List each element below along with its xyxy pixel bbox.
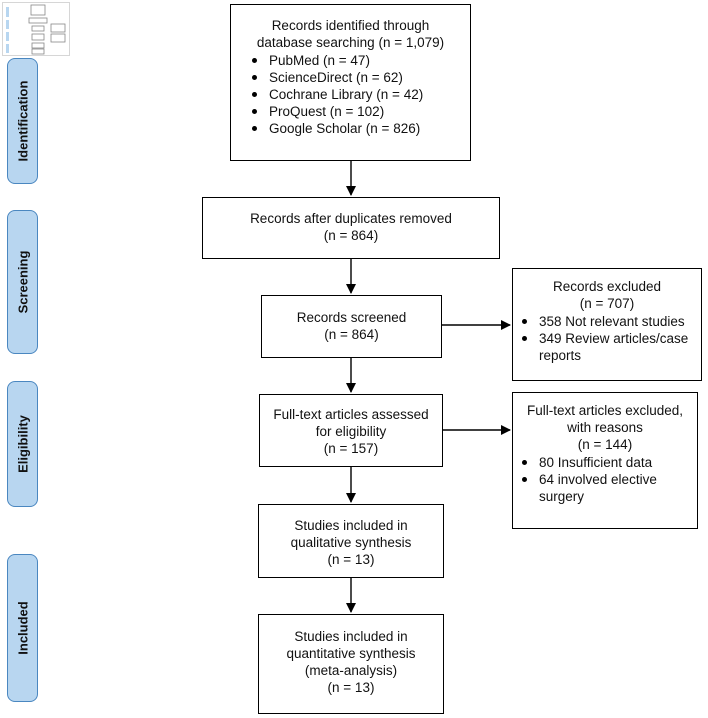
- bullet-icon: [522, 460, 527, 465]
- box-text-line: Full-text articles excluded,: [526, 403, 684, 418]
- source-item-text: ScienceDirect (n = 62): [269, 70, 403, 85]
- box-quantitative-synthesis: Studies included in quantitative synthes…: [258, 614, 444, 714]
- source-item-text: Google Scholar (n = 826): [269, 121, 421, 136]
- exclusion-reason: 358 Not relevant studies: [513, 313, 701, 330]
- box-text-line: (n = 864): [324, 327, 379, 342]
- box-text-line: qualitative synthesis: [290, 535, 412, 550]
- exclusion-reason: 349 Review articles/case: [513, 330, 701, 347]
- box-fulltext-excluded: Full-text articles excluded, with reason…: [512, 392, 698, 529]
- box-text-line: Records excluded: [552, 279, 662, 294]
- bullet-icon: [252, 109, 257, 114]
- box-text-line: (n = 157): [323, 441, 379, 456]
- box-text-line: Records after duplicates removed: [250, 211, 452, 226]
- box-text-line: (n = 144): [577, 437, 633, 452]
- exclusion-reason-list: 358 Not relevant studies 349 Review arti…: [513, 313, 701, 364]
- source-item: Cochrane Library (n = 42): [243, 86, 470, 103]
- box-records-identified: Records identified through database sear…: [230, 4, 471, 161]
- box-text-line: (n = 13): [327, 552, 375, 567]
- box-text-line: Records screened: [296, 310, 407, 325]
- diagram-thumbnail: [2, 2, 70, 56]
- box-duplicates-removed: Records after duplicates removed (n = 86…: [202, 197, 500, 259]
- box-text-line: (n = 864): [323, 228, 379, 243]
- stage-label-included: Included: [7, 554, 38, 702]
- source-item-text: PubMed (n = 47): [269, 53, 370, 68]
- exclusion-reason-continued: reports: [513, 347, 701, 364]
- bullet-icon: [252, 75, 257, 80]
- exclusion-reason: 80 Insufficient data: [513, 454, 697, 471]
- source-item: ScienceDirect (n = 62): [243, 69, 470, 86]
- source-item: Google Scholar (n = 826): [243, 120, 470, 137]
- box-text-line: (n = 13): [327, 680, 375, 695]
- bullet-icon: [252, 58, 257, 63]
- box-text-line: (n = 707): [579, 296, 635, 311]
- bullet-icon: [522, 319, 527, 324]
- stage-label-eligibility: Eligibility: [7, 381, 38, 507]
- source-item: PubMed (n = 47): [243, 52, 470, 69]
- exclusion-reason-text: surgery: [539, 489, 585, 504]
- bullet-icon: [522, 336, 527, 341]
- box-text-line: Studies included in: [294, 629, 408, 644]
- exclusion-reason: 64 involved elective: [513, 471, 697, 488]
- source-list: PubMed (n = 47) ScienceDirect (n = 62) C…: [243, 52, 470, 137]
- bullet-icon: [252, 92, 257, 97]
- box-text-line: for eligibility: [315, 424, 387, 439]
- box-records-screened: Records screened (n = 864): [261, 295, 442, 358]
- box-heading-line: Records identified through: [271, 18, 430, 33]
- stage-label-screening: Screening: [7, 210, 38, 354]
- box-qualitative-synthesis: Studies included in qualitative synthesi…: [258, 504, 444, 578]
- exclusion-reason-text: reports: [539, 348, 582, 363]
- exclusion-reason-list: 80 Insufficient data 64 involved electiv…: [513, 454, 697, 505]
- source-item: ProQuest (n = 102): [243, 103, 470, 120]
- exclusion-reason-text: 349 Review articles/case: [539, 331, 689, 346]
- exclusion-reason-text: 64 involved elective: [539, 472, 657, 487]
- source-item-text: Cochrane Library (n = 42): [269, 87, 424, 102]
- exclusion-reason-text: 358 Not relevant studies: [539, 314, 685, 329]
- box-records-excluded: Records excluded (n = 707) 358 Not relev…: [512, 268, 702, 381]
- source-item-text: ProQuest (n = 102): [269, 104, 385, 119]
- bullet-icon: [522, 477, 527, 482]
- box-text-line: (meta-analysis): [304, 663, 398, 678]
- box-text-line: Full-text articles assessed: [273, 407, 429, 422]
- exclusion-reason-continued: surgery: [513, 488, 697, 505]
- box-text-line: quantitative synthesis: [286, 646, 416, 661]
- stage-label-identification: Identification: [7, 58, 38, 184]
- box-fulltext-assessed: Full-text articles assessed for eligibil…: [259, 394, 443, 467]
- bullet-icon: [252, 126, 257, 131]
- box-text-line: Studies included in: [294, 518, 408, 533]
- box-heading-line: database searching (n = 1,079): [256, 35, 445, 50]
- exclusion-reason-text: 80 Insufficient data: [539, 455, 653, 470]
- box-text-line: with reasons: [567, 420, 643, 435]
